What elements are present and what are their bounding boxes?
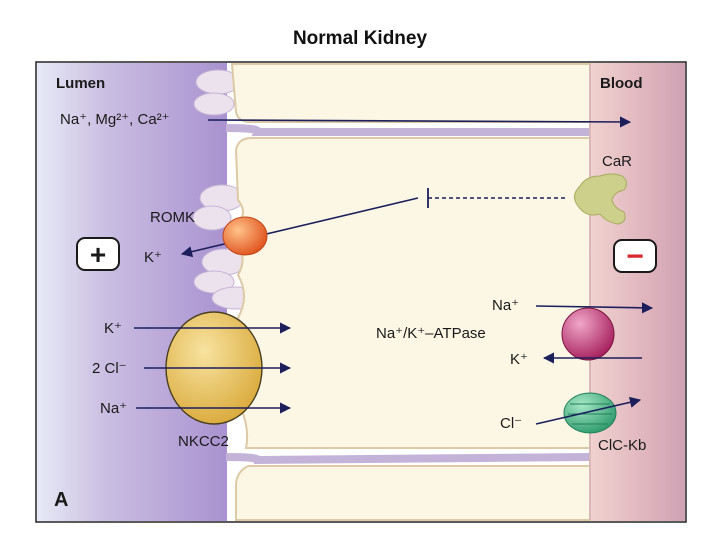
lumen-label: Lumen (56, 75, 105, 92)
lumen-region (37, 63, 227, 521)
clc-cl-label: Cl⁻ (500, 415, 522, 432)
pump-na-arrow (535, 302, 654, 314)
clc-kb-channel-icon (563, 392, 617, 434)
figure-title: Normal Kidney (292, 28, 428, 49)
blood-region (590, 63, 685, 521)
romk-ion-label: K⁺ (144, 249, 162, 266)
upper-cell (230, 63, 591, 123)
clc-kb-label: ClC-Kb (598, 437, 646, 454)
lumen-positive-sign: + (76, 237, 120, 271)
nkcc2-k-label: K⁺ (104, 320, 122, 337)
apical-microvilli-romk (192, 184, 261, 310)
pump-na-label: Na⁺ (492, 297, 519, 314)
pump-k-label: K⁺ (510, 351, 528, 368)
romk-label: ROMK (150, 209, 195, 226)
romk-channel-icon (222, 216, 268, 256)
paracellular-cations-label: Na⁺, Mg²⁺, Ca²⁺ (60, 111, 170, 128)
lower-cell (235, 465, 591, 521)
nkcc2-label: NKCC2 (178, 433, 229, 450)
car-label: CaR (602, 153, 632, 170)
middle-cell (234, 137, 591, 449)
svg-text:+: + (90, 239, 106, 270)
nkcc2-cl-label: 2 Cl⁻ (92, 360, 127, 377)
panel-label: A (54, 489, 68, 511)
blood-label: Blood (600, 75, 643, 92)
na-k-atpase-icon (561, 307, 615, 361)
tight-junction-lower (225, 453, 591, 465)
clc-cl-arrow (535, 396, 642, 425)
paracellular-arrow (207, 116, 632, 128)
svg-text:−: − (626, 240, 644, 273)
car-receptor-icon (574, 173, 628, 225)
pump-label: Na⁺/K⁺–ATPase (376, 325, 486, 342)
nkcc2-na-label: Na⁺ (100, 400, 127, 417)
tight-junction-upper (225, 124, 590, 136)
blood-negative-sign: − (613, 239, 657, 273)
romk-k-arrow (180, 197, 419, 258)
